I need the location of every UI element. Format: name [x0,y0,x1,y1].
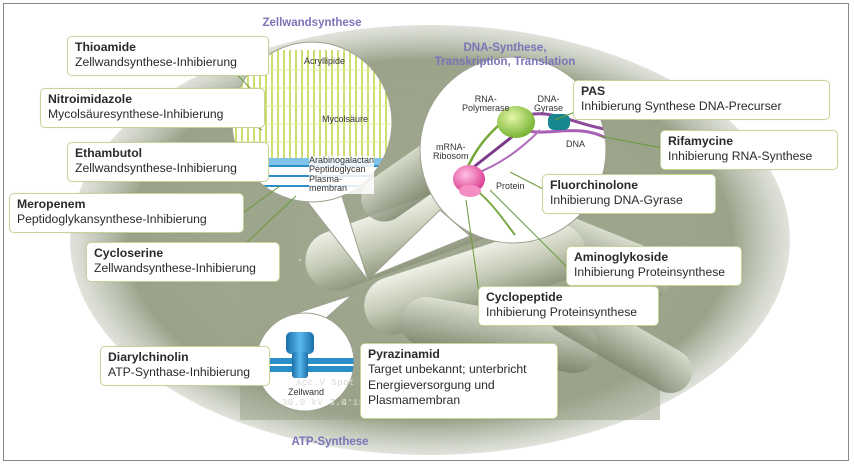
box-thioamide-desc: Zellwandsynthese-Inhibierung [75,55,237,70]
box-pyrazinamid-desc-2: Energieversorgung und [368,377,495,392]
box-thioamide-title: Thioamide [75,40,136,54]
label-gyrase-line2: Gyrase [534,103,564,114]
micrograph-scale-text-3: 7.4 [330,398,348,408]
box-cycloserine-title: Cycloserine [94,246,164,260]
label-mrna-ribosom: mRNA- Ribosom [433,142,469,162]
box-pyrazinamid-desc-1: Target unbekannt; unterbricht [368,362,527,377]
box-cycloserine: Cycloserine Zellwandsynthese-Inhibierung [86,242,280,282]
box-fluorchinolone-title: Fluorchinolone [550,178,639,192]
label-plasma-2: membran [309,183,348,194]
label-mrna-line2: Ribosom [433,151,469,162]
label-peptidoglycan: Peptidoglycan [309,164,366,175]
box-diarylchinolin-title: Diarylchinolin [108,350,189,364]
box-fluorchinolone: Fluorchinolone Inhibierung DNA-Gyrase [542,174,716,214]
box-cyclopeptide-desc: Inhibierung Proteinsynthese [486,305,638,320]
label-cellwall-stack: Arabinogalactan Peptidoglycan Plasma- me… [309,155,375,194]
box-fluorchinolone-desc: Inhibierung DNA-Gyrase [550,193,683,208]
box-pas-title: PAS [581,84,606,98]
box-meropenem: Meropenem Peptidoglykansynthese-Inhibier… [9,193,244,233]
box-ethambutol-title: Ethambutol [75,146,143,160]
box-rifamycine-desc: Inhibierung RNA-Synthese [668,149,813,164]
box-aminoglykoside-desc: Inhibierung Proteinsynthese [574,265,726,280]
box-nitroimidazole-desc: Mycolsäuresynthese-Inhibierung [48,107,224,122]
section-cell-wall-title: Zellwandsynthese [262,17,362,29]
box-meropenem-title: Meropenem [17,197,86,211]
label-protein: Protein [496,181,525,191]
label-rna-polymerase: RNA- Polymerase [462,94,510,114]
callout-wedges [281,189,471,319]
label-rna-line2: Polymerase [462,103,510,114]
box-rifamycine: Rifamycine Inhibierung RNA-Synthese [660,130,838,170]
box-aminoglykoside: Aminoglykoside Inhibierung Proteinsynthe… [566,246,742,286]
label-zellwand: Zellwand [288,387,325,397]
section-dna-title: DNA-Synthese, Transkription, Translation [420,42,590,70]
micrograph-scale-text-2: 30.0 kV 3.0 155 [282,398,371,408]
section-dna-title-line2: Transkription, Translation [434,55,576,68]
section-dna-title-line1: DNA-Synthese, [463,42,547,54]
box-pyrazinamid-desc-3: Plasmamembran [368,392,461,407]
box-pyrazinamid: Pyrazinamid Target unbekannt; unterbrich… [360,343,558,419]
box-meropenem-desc: Peptidoglykansynthese-Inhibierung [17,212,207,227]
box-cycloserine-desc: Zellwandsynthese-Inhibierung [94,261,256,276]
micrograph-scale-text-1: Acc.V Spot Ma [296,378,373,388]
box-ethambutol: Ethambutol Zellwandsynthese-Inhibierung [67,142,269,182]
box-aminoglykoside-title: Aminoglykoside [574,250,669,264]
label-mrna-line1: mRNA- [436,142,466,152]
box-pas: PAS Inhibierung Synthese DNA-Precurser [573,80,830,120]
box-cyclopeptide: Cyclopeptide Inhibierung Proteinsynthese [478,286,659,326]
label-acryllipide: Acryllipide [304,56,346,66]
label-arabinogalactan: Arabinogalactan [309,155,375,165]
box-ethambutol-desc: Zellwandsynthese-Inhibierung [75,161,237,176]
atp-magnification [255,312,355,412]
box-cyclopeptide-title: Cyclopeptide [486,290,563,304]
box-rifamycine-title: Rifamycine [668,134,734,148]
label-rna-line1: RNA- [474,94,497,104]
box-pas-desc: Inhibierung Synthese DNA-Precurser [581,99,782,114]
box-nitroimidazole: Nitroimidazole Mycolsäuresynthese-Inhibi… [40,88,265,128]
label-dna: DNA [566,139,586,149]
label-dna-gyrase: DNA- Gyrase [534,94,564,114]
box-diarylchinolin: Diarylchinolin ATP-Synthase-Inhibierung [100,346,270,386]
label-mycolsaeure: Mycolsäure [322,114,369,124]
label-gyrase-line1: DNA- [537,94,560,104]
label-plasma-1: Plasma- [309,173,343,184]
box-diarylchinolin-desc: ATP-Synthase-Inhibierung [108,365,251,380]
section-atp-title: ATP-Synthese [291,436,369,448]
box-pyrazinamid-title: Pyrazinamid [368,347,440,361]
box-thioamide: Thioamide Zellwandsynthese-Inhibierung [67,36,269,76]
box-nitroimidazole-title: Nitroimidazole [48,92,132,106]
